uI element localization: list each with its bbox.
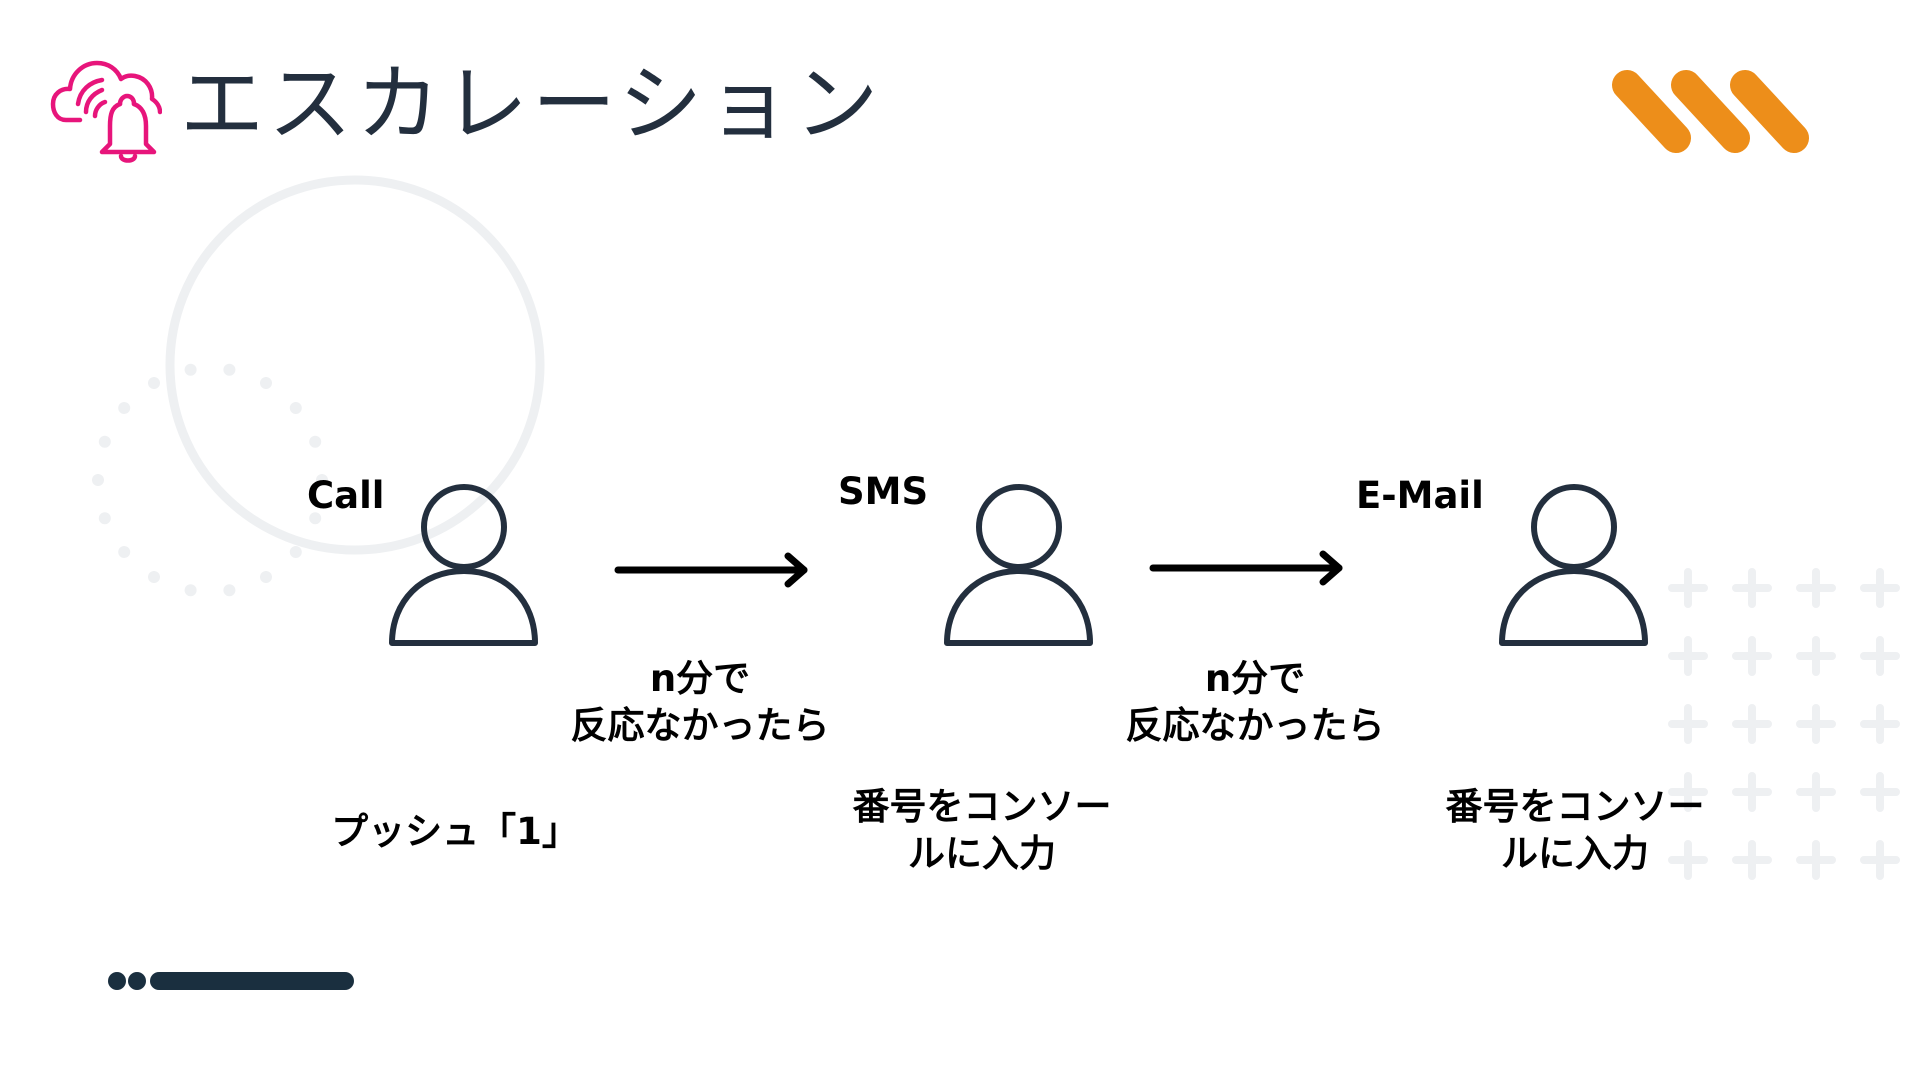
decor-plus — [1732, 568, 1772, 608]
transition-line: 反応なかったら — [570, 704, 830, 747]
transition-line: n分で — [1204, 657, 1306, 700]
decor-plus — [1668, 704, 1708, 744]
decor-plus — [1732, 636, 1772, 676]
transition-text-1: n分で 反応なかったら — [550, 655, 850, 749]
transition-line: 反応なかったら — [1125, 704, 1385, 747]
step-description-line: ルに入力 — [908, 832, 1056, 875]
decor-plus — [1732, 840, 1772, 880]
decor-dot — [223, 584, 236, 597]
decor-plus — [1796, 704, 1836, 744]
decor-dot — [148, 571, 160, 583]
arrow-right-icon — [1149, 550, 1343, 586]
decor-plus — [1732, 704, 1772, 744]
decor-plus-grid — [1668, 568, 1900, 880]
step-description-sms: 番号をコンソー ルに入力 — [832, 783, 1132, 877]
step-description-line: プッシュ「1」 — [331, 810, 579, 853]
decor-plus — [1668, 840, 1708, 880]
step-description-email: 番号をコンソー ルに入力 — [1425, 783, 1725, 877]
decor-plus — [1860, 772, 1900, 812]
step-description-line: 番号をコンソー — [852, 785, 1112, 828]
decor-plus — [1796, 840, 1836, 880]
footer-bar — [108, 972, 354, 990]
decor-plus — [1668, 772, 1708, 812]
decor-plus — [1860, 704, 1900, 744]
decor-ring — [165, 175, 545, 555]
step-description-call: プッシュ「1」 — [300, 808, 610, 855]
decor-dot — [309, 435, 322, 448]
channel-label-email: E-Mail — [1356, 474, 1484, 517]
transition-line: n分で — [649, 657, 751, 700]
channel-label-call: Call — [307, 474, 385, 517]
decor-dot — [92, 474, 104, 486]
decor-plus — [1860, 636, 1900, 676]
decor-dot — [289, 402, 302, 414]
decor-plus — [1796, 772, 1836, 812]
decor-plus — [1668, 636, 1708, 676]
decor-dot — [98, 435, 111, 448]
decor-dot — [98, 512, 111, 525]
decor-dot — [223, 363, 236, 376]
channel-label-sms: SMS — [838, 470, 929, 513]
decor-dot — [184, 584, 197, 597]
person-icon — [1499, 484, 1648, 646]
decor-dot — [184, 363, 197, 376]
decor-dot — [118, 402, 131, 414]
decor-dot — [118, 546, 131, 558]
decor-plus — [1860, 568, 1900, 608]
decor-dot — [260, 377, 272, 389]
decor-dot — [260, 571, 272, 583]
decor-dot — [289, 546, 302, 558]
decor-dot — [309, 512, 322, 525]
decor-dot-ring — [92, 363, 328, 597]
person-icon — [389, 484, 538, 646]
person-icon — [944, 484, 1093, 646]
decor-dot — [148, 377, 160, 389]
decor-plus — [1860, 840, 1900, 880]
arrow-right-icon — [614, 552, 808, 588]
decor-dot — [316, 474, 328, 486]
decor-plus — [1668, 568, 1708, 608]
decor-plus — [1796, 568, 1836, 608]
decor-plus — [1732, 772, 1772, 812]
step-description-line: ルに入力 — [1501, 832, 1649, 875]
decor-plus — [1796, 636, 1836, 676]
three-stripes-logo — [1612, 70, 1809, 153]
transition-text-2: n分で 反応なかったら — [1105, 655, 1405, 749]
cloud-bell-icon — [50, 60, 162, 163]
step-description-line: 番号をコンソー — [1445, 785, 1705, 828]
page-title: エスカレーション — [180, 55, 883, 153]
